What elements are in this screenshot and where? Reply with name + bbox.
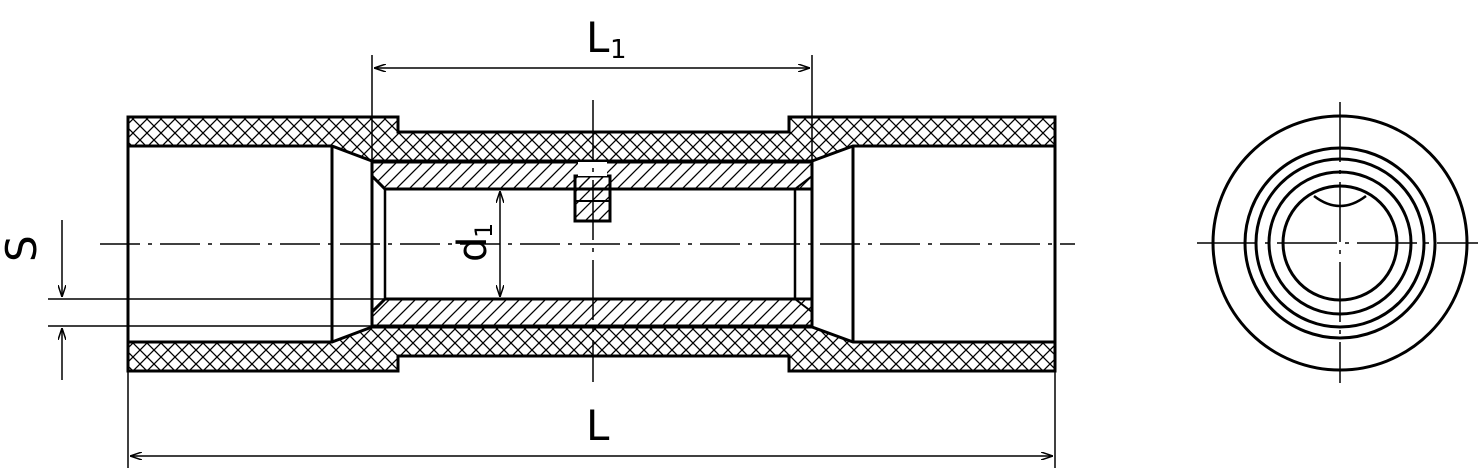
label-d1-main: d — [450, 237, 496, 262]
label-S: S — [0, 235, 46, 262]
dimension-d1: d 1 — [450, 191, 500, 297]
label-L1-sub: 1 — [610, 35, 627, 65]
dimension-S: S — [0, 220, 385, 380]
insulation-sleeve-bottom — [126, 325, 1057, 373]
label-L1-main: L — [586, 13, 610, 62]
end-view — [1197, 102, 1478, 383]
dimension-L1: L 1 — [371, 13, 813, 162]
dimension-L: L — [127, 371, 1056, 468]
insulation-sleeve-top — [126, 115, 1057, 163]
label-d1-sub: 1 — [470, 223, 498, 238]
metal-tube-bottom — [370, 297, 814, 328]
section-view — [100, 100, 1075, 382]
label-L: L — [586, 401, 610, 450]
